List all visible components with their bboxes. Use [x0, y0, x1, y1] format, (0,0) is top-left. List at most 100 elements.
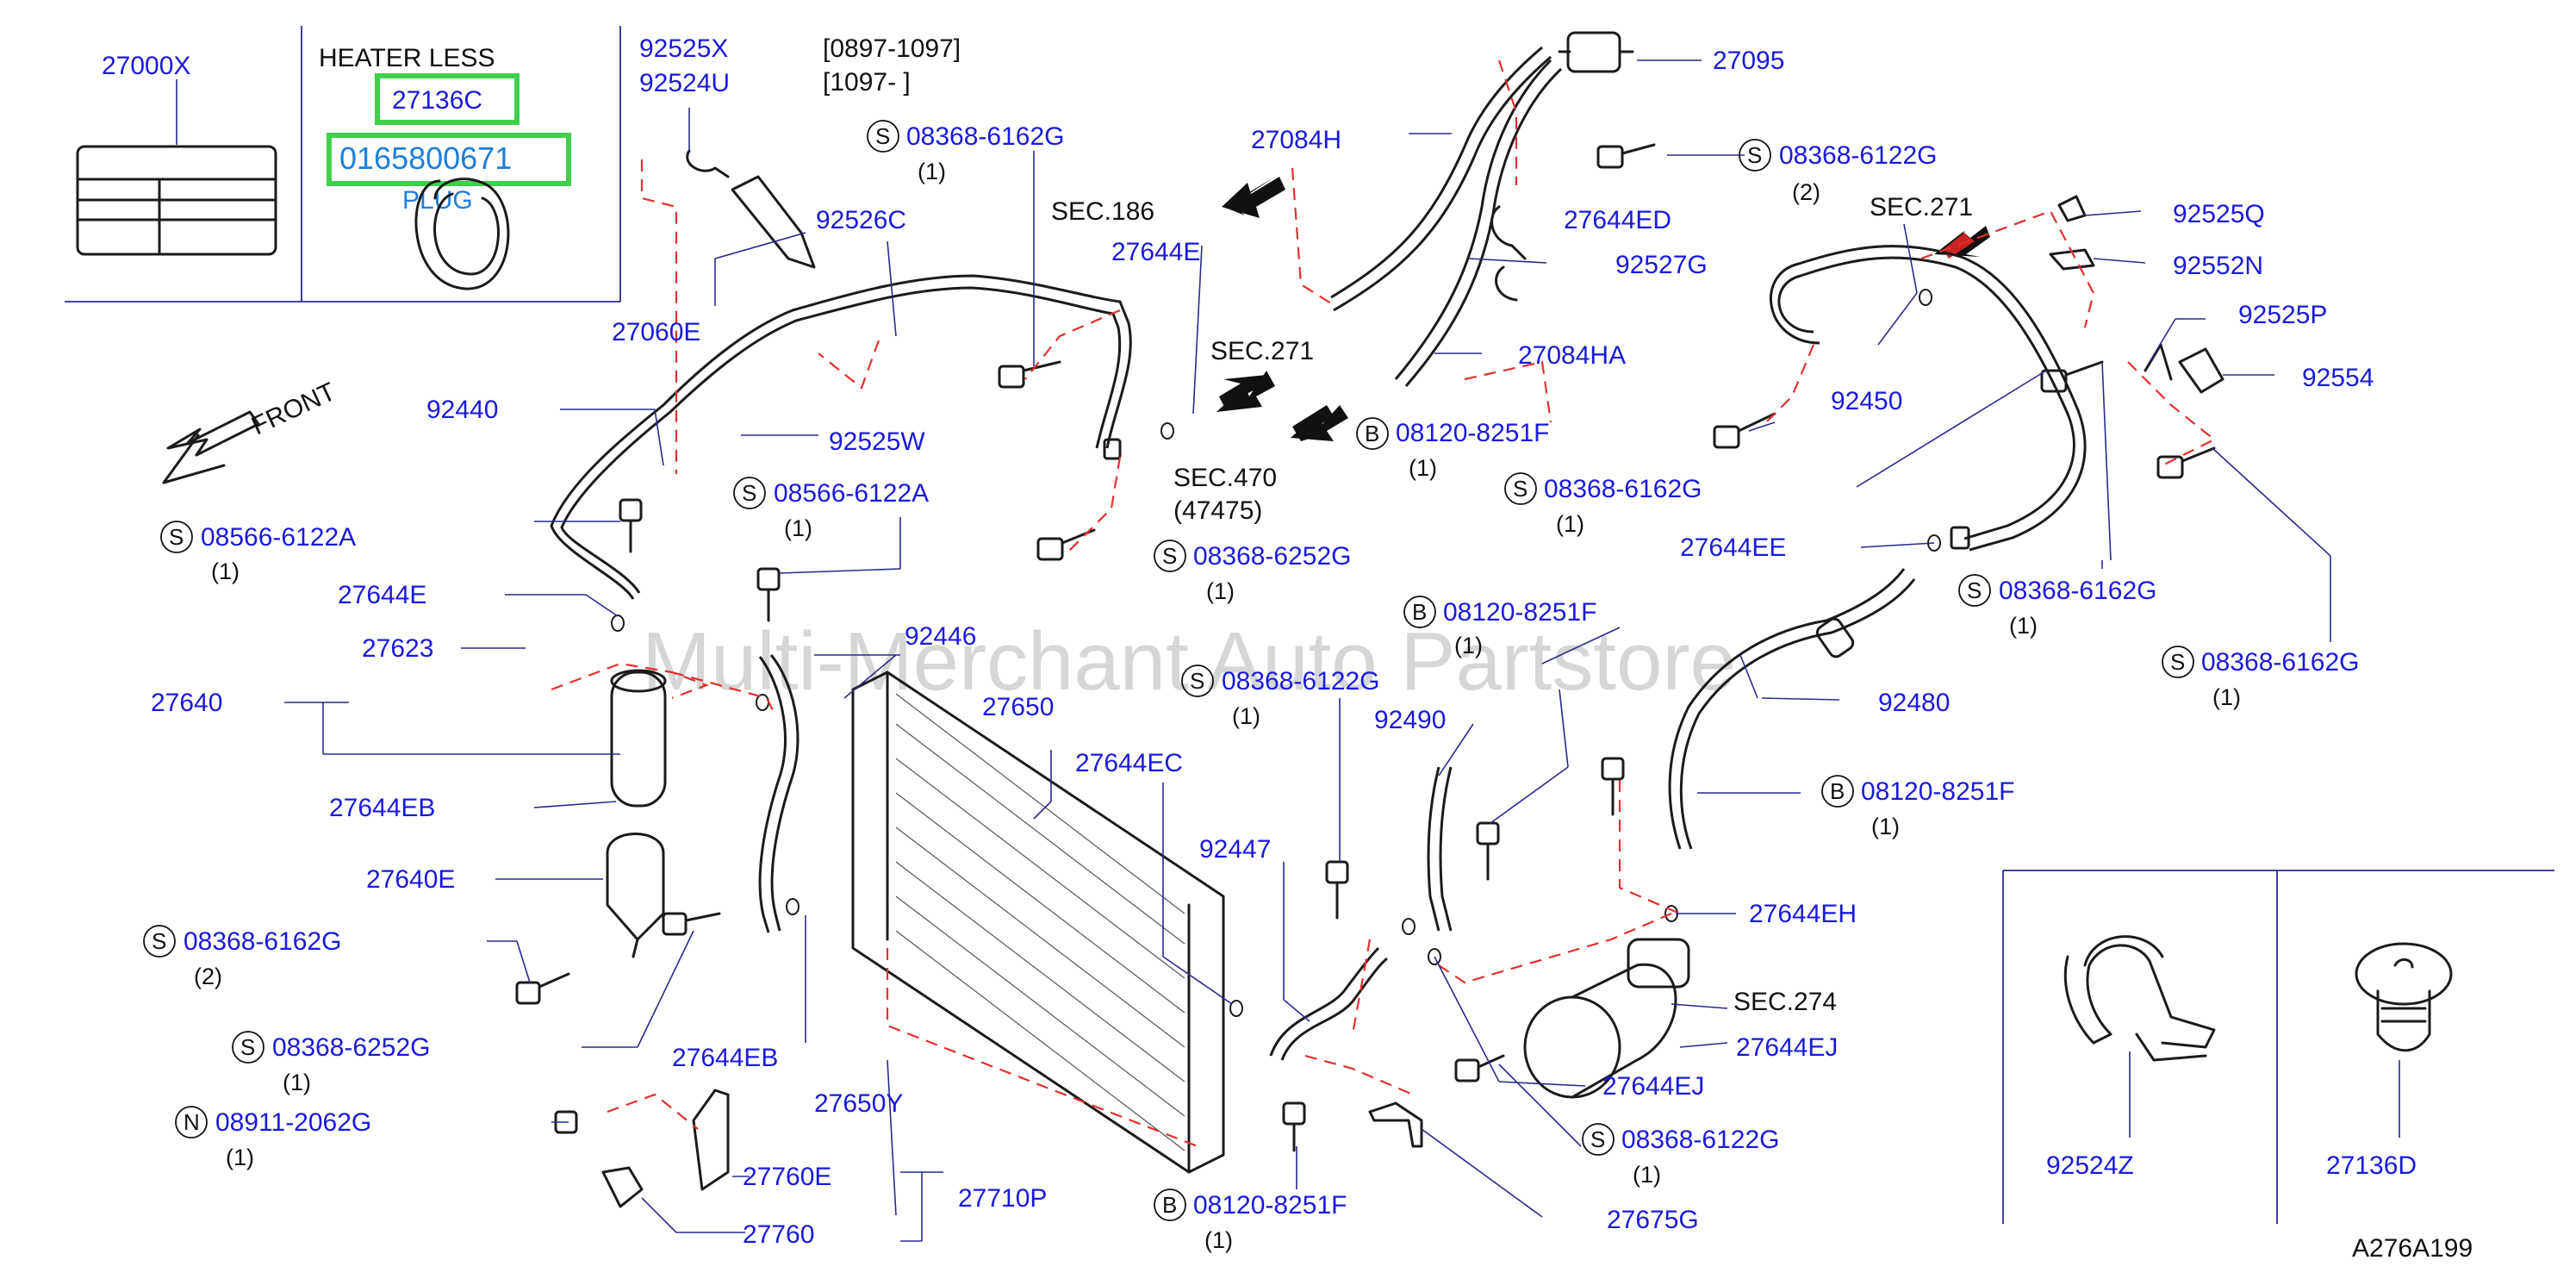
part-label-92554[interactable]: 92554	[2302, 364, 2374, 392]
fastener-08566-6122A-center[interactable]: 08566-6122A	[774, 479, 929, 508]
fastener-08368-6162G-right-b-qty: (1)	[2212, 684, 2241, 710]
watermark: Multi-Merchant Auto Partstore	[642, 615, 1736, 708]
section-label-274: SEC.274	[1733, 988, 1837, 1016]
part-label-27084HA[interactable]: 27084HA	[1518, 341, 1626, 370]
part-label-27644EJ-lower[interactable]: 27644EJ	[1602, 1072, 1704, 1101]
section-label-470-sub: (47475)	[1173, 496, 1262, 525]
part-label-27644E-center[interactable]: 27644E	[1111, 238, 1200, 266]
part-label-27644EH[interactable]: 27644EH	[1749, 900, 1857, 928]
fastener-08120-8251F-d[interactable]: 08120-8251F	[1193, 1191, 1347, 1220]
part-label-27136D[interactable]: 27136D	[2326, 1151, 2417, 1180]
part-label-92526C[interactable]: 92526C	[816, 206, 906, 234]
part-label-27060E[interactable]: 27060E	[612, 318, 700, 346]
part-label-27640E[interactable]: 27640E	[366, 865, 455, 894]
fastener-08368-6122G-bottom-qty: (1)	[1633, 1162, 1661, 1188]
fastener-08120-8251F-a[interactable]: 08120-8251F	[1396, 419, 1549, 447]
fastener-08368-6162G-right-a[interactable]: 08368-6162G	[1999, 577, 2157, 605]
part-label-27644EC[interactable]: 27644EC	[1075, 749, 1183, 777]
section-arrow-186	[1222, 177, 1285, 218]
fastener-08368-6252G-top-qty: (1)	[1206, 578, 1235, 604]
bracket-27760E-drawing	[601, 1089, 730, 1208]
part-label-27644EJ-right[interactable]: 27644EJ	[1736, 1033, 1838, 1062]
fastener-08566-6122A-center-qty: (1)	[784, 515, 812, 541]
mark-n-1: N	[184, 1109, 200, 1135]
mark-s-5: S	[169, 524, 184, 550]
pipe-92440-drawing	[550, 274, 1132, 600]
fastener-08120-8251F-c[interactable]: 08120-8251F	[1861, 777, 2014, 806]
fastener-08368-6252G-top[interactable]: 08368-6252G	[1193, 542, 1352, 571]
bracket-27640E-drawing	[606, 833, 665, 958]
inset-frame-bottom-right	[2002, 870, 2554, 1224]
part-label-27644E-left[interactable]: 27644E	[338, 581, 426, 609]
fastener-08120-8251F-b-qty: (1)	[1454, 633, 1483, 658]
mark-b-2: B	[1412, 599, 1427, 625]
mark-s-8: S	[1190, 668, 1204, 694]
section-arrow-271-center	[1216, 371, 1275, 412]
mark-s-6: S	[1162, 543, 1177, 569]
mark-b-3: B	[1830, 778, 1845, 804]
part-label-27760[interactable]: 27760	[743, 1220, 814, 1249]
part-label-92524Z[interactable]: 92524Z	[2046, 1151, 2134, 1180]
fastener-08368-6162G-left[interactable]: 08368-6162G	[184, 927, 342, 956]
bracket-92526C-drawing	[731, 175, 816, 269]
fastener-08368-6162G-mid[interactable]: 08368-6162G	[1544, 475, 1702, 503]
fastener-08120-8251F-c-qty: (1)	[1871, 814, 1900, 839]
mark-s-11: S	[240, 1034, 255, 1060]
pipe-92446-drawing	[758, 654, 800, 933]
fastener-08120-8251F-b[interactable]: 08120-8251F	[1443, 598, 1596, 627]
part-label-27640[interactable]: 27640	[151, 689, 222, 717]
mark-s-9: S	[2170, 649, 2185, 675]
part-label-27675G[interactable]: 27675G	[1607, 1206, 1699, 1234]
highlight-part-0165800671[interactable]: 0165800671	[339, 140, 512, 176]
fastener-08368-6162G-top[interactable]: 08368-6162G	[906, 122, 1065, 151]
part-label-92447[interactable]: 92447	[1199, 835, 1271, 864]
fastener-08566-6122A-left[interactable]: 08566-6122A	[201, 523, 356, 552]
fastener-08368-6252G-left[interactable]: 08368-6252G	[272, 1033, 431, 1062]
part-label-92440[interactable]: 92440	[426, 396, 498, 424]
part-label-27644EE[interactable]: 27644EE	[1680, 533, 1786, 562]
part-label-27650[interactable]: 27650	[982, 693, 1054, 721]
part-label-27623[interactable]: 27623	[362, 634, 433, 663]
part-label-27644EB-upper[interactable]: 27644EB	[329, 794, 435, 822]
part-label-92490[interactable]: 92490	[1374, 706, 1446, 734]
highlight-part-27136C[interactable]: 27136C	[392, 86, 482, 115]
part-label-92525P[interactable]: 92525P	[2238, 301, 2327, 329]
part-label-27000X[interactable]: 27000X	[102, 52, 190, 80]
part-label-27084H[interactable]: 27084H	[1251, 126, 1341, 154]
fastener-08911-2062G-qty: (1)	[226, 1145, 254, 1170]
highlight-box-27136C	[375, 73, 520, 125]
part-label-27650Y[interactable]: 27650Y	[814, 1089, 903, 1118]
fastener-08368-6122G-mid[interactable]: 08368-6122G	[1222, 667, 1380, 696]
part-label-92525W[interactable]: 92525W	[829, 427, 925, 456]
part-label-27760E[interactable]: 27760E	[743, 1163, 831, 1191]
mark-b-4: B	[1162, 1192, 1177, 1218]
fastener-08368-6162G-right-b[interactable]: 08368-6162G	[2201, 648, 2360, 677]
fastener-08911-2062G[interactable]: 08911-2062G	[215, 1108, 371, 1137]
part-label-27644ED[interactable]: 27644ED	[1564, 206, 1671, 234]
part-label-92527G[interactable]: 92527G	[1615, 251, 1708, 279]
part-label-92480[interactable]: 92480	[1878, 689, 1950, 717]
pipe-92490-drawing	[1427, 766, 1453, 932]
part-label-27095[interactable]: 27095	[1713, 47, 1784, 75]
part-label-27644EB-lower[interactable]: 27644EB	[672, 1044, 778, 1072]
part-label-92450[interactable]: 92450	[1831, 387, 1902, 415]
fastener-08566-6122A-left-qty: (1)	[211, 558, 240, 584]
part-label-92525Q[interactable]: 92525Q	[2173, 200, 2265, 228]
fastener-08368-6162G-mid-qty: (1)	[1556, 511, 1584, 537]
fastener-08368-6122G-bottom[interactable]: 08368-6122G	[1621, 1126, 1780, 1154]
part-label-27710P[interactable]: 27710P	[958, 1184, 1047, 1213]
part-label-92552N[interactable]: 92552N	[2173, 252, 2263, 280]
fastener-08368-6122G-top[interactable]: 08368-6122G	[1779, 141, 1938, 170]
o-ring-drawings	[611, 289, 1941, 1017]
part-label-92525X[interactable]: 92525X	[639, 34, 728, 63]
mark-s-12: S	[1590, 1126, 1605, 1152]
date-range-1: [0897-1097]	[823, 34, 961, 63]
front-direction-arrow	[162, 410, 260, 484]
part-label-92524U[interactable]: 92524U	[639, 69, 730, 97]
section-arrow-470	[1291, 405, 1348, 441]
clip-92524Z-drawing	[2063, 935, 2216, 1062]
clip-92525Q-drawing	[2057, 195, 2087, 222]
part-label-92446[interactable]: 92446	[905, 622, 976, 651]
compressor-drawing	[1523, 938, 1690, 1099]
